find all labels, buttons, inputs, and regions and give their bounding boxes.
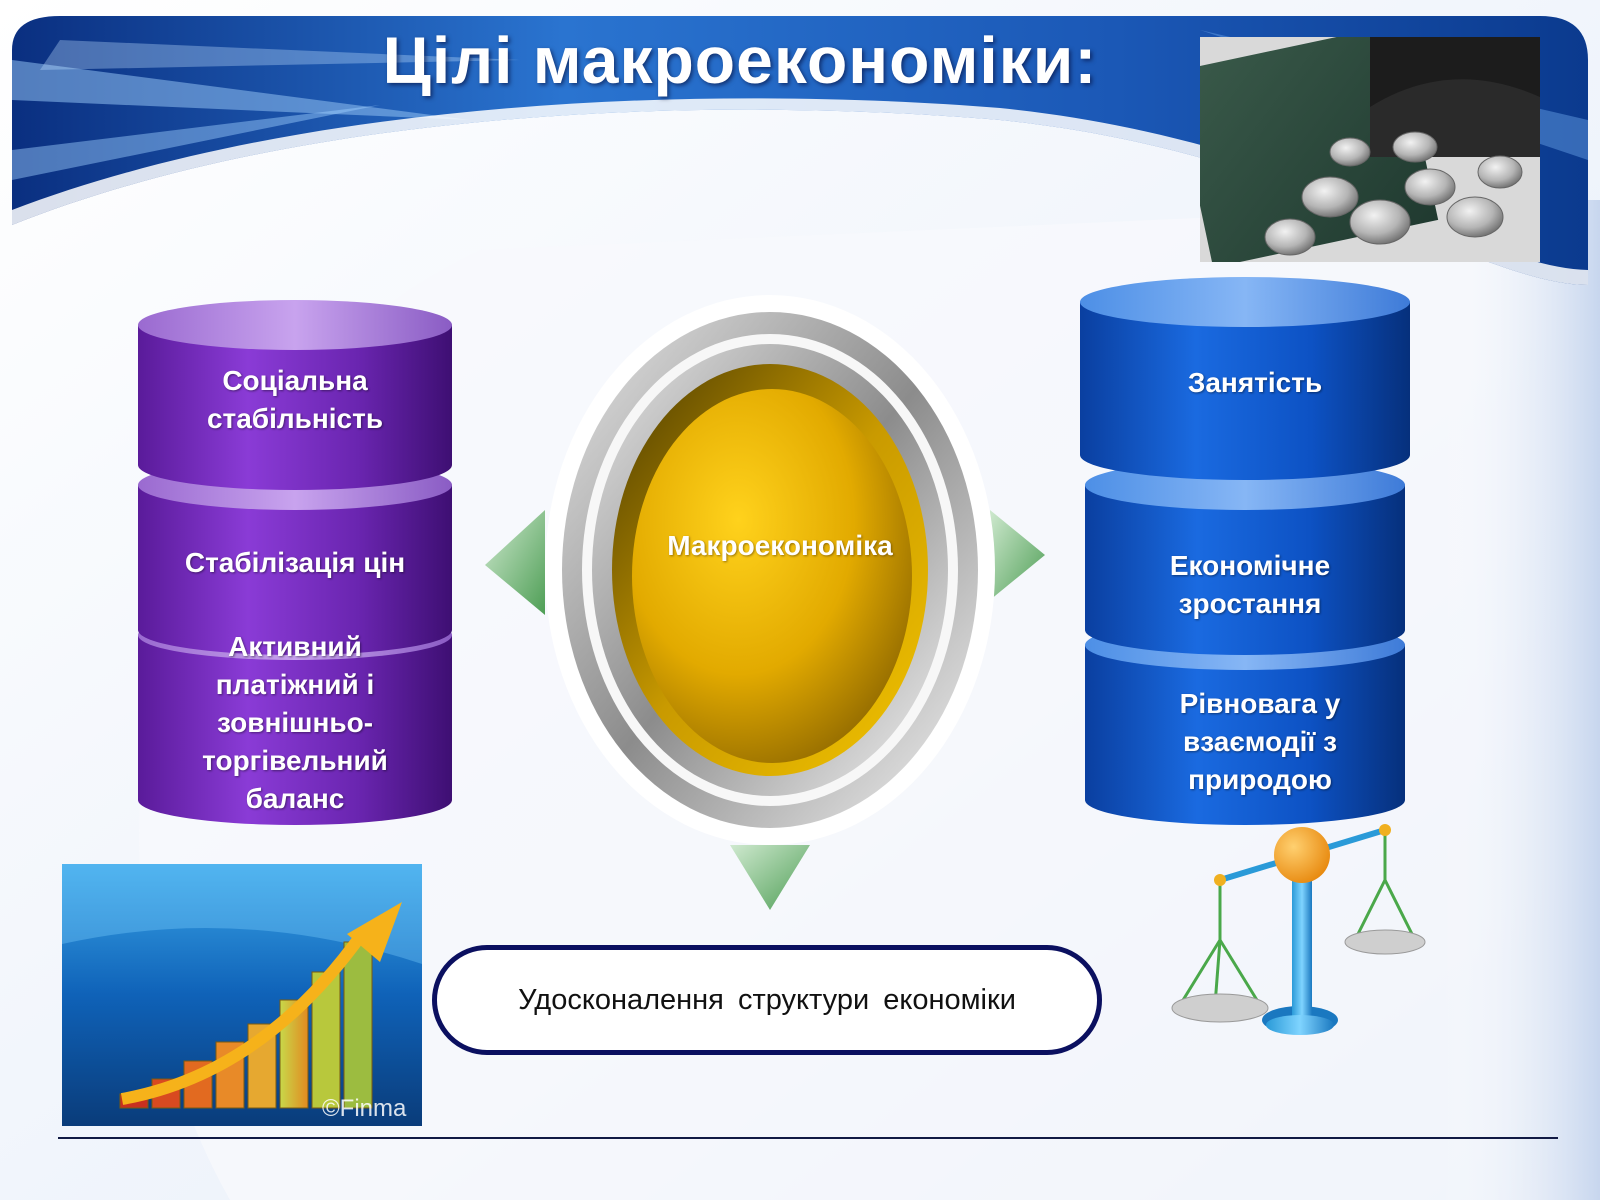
goal-employment: Занятість [1187,366,1323,398]
coins-wallet-photo [1200,37,1540,262]
center-label: Макроекономіка [667,530,893,561]
growth-bar-chart-image: ©Finma [62,864,422,1126]
goal-structure-improvement-label: Удосконалення структури економіки [518,983,1016,1016]
right-cylinder-stack [1080,277,1410,825]
arrow-down-icon [730,845,810,910]
arrow-left-icon [485,510,545,615]
center-emblem [545,295,995,845]
goal-price-stabilization: Стабілізація цін [184,546,406,578]
footer-divider [58,1137,1558,1139]
goal-trade-balance: Активний платіжний і зовнішньо-торгівель… [202,631,388,814]
graph-watermark: ©Finma [322,1095,407,1122]
goal-structure-improvement: Удосконалення структури економіки [432,945,1102,1055]
goal-economic-growth: Економічне зростання [1169,550,1331,619]
arrow-right-icon [990,510,1045,600]
cylinder-top-right [1080,277,1410,480]
goal-nature-equilibrium: Рівновага у взаємодії з природою [1179,688,1341,795]
left-cylinder-stack [138,300,452,825]
page-title: Цілі макроекономіки: [382,23,1098,97]
balance-scales-icon [1171,824,1426,1035]
goal-social-stability: Соціальна стабільність [206,365,384,434]
cylinder-top-left [138,300,452,490]
